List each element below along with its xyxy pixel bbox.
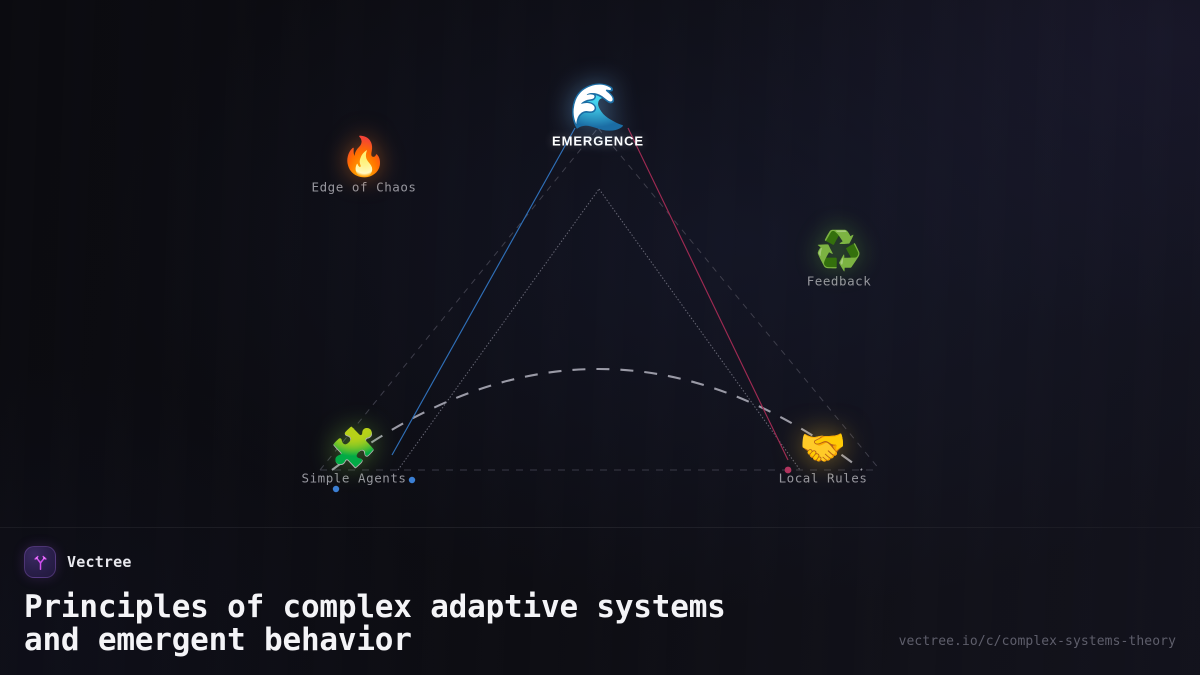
source-url[interactable]: vectree.io/c/complex-systems-theory <box>898 634 1176 649</box>
concept-diagram: 🌊 EMERGENCE 🔥 Edge of Chaos ♻️ Feedback … <box>302 84 881 493</box>
footer-divider <box>0 527 1200 528</box>
brand-name: Vectree <box>67 553 132 571</box>
marker-rules-dot-1 <box>784 466 792 474</box>
page-title-line-2: and emergent behavior <box>24 621 412 658</box>
vectree-tree-mark-icon <box>24 546 56 578</box>
edge-outer-left <box>319 127 599 471</box>
diagram-node-label-local-rules: Local Rules <box>778 470 868 486</box>
edge-agents-to-emergence <box>391 127 576 456</box>
handshake-emoji-icon: 🤝 <box>799 425 847 470</box>
diagram-node-feedback[interactable]: ♻️ Feedback <box>807 232 872 289</box>
edge-inner-left <box>397 188 600 471</box>
diagram-node-emergence[interactable]: 🌊 EMERGENCE <box>552 84 644 149</box>
footer-bar: Vectree Principles of complex adaptive s… <box>0 528 1200 675</box>
page-title-line-1: Principles of complex adaptive systems <box>24 589 726 625</box>
edge-outer-right <box>597 127 881 471</box>
diagram-canvas <box>319 127 881 493</box>
puzzle-emoji-icon: 🧩 <box>330 425 378 470</box>
page-title: Principles of complex adaptive systems a… <box>24 591 894 657</box>
edge-feedback-arc <box>331 368 863 471</box>
diagram-node-label-feedback: Feedback <box>806 273 872 289</box>
edge-inner-right <box>598 188 801 471</box>
edge-rules-to-emergence <box>627 127 789 461</box>
recycle-emoji-icon: ♻️ <box>815 228 863 273</box>
marker-agent-dot-2 <box>408 476 416 484</box>
diagram-node-label-edge-of-chaos: Edge of Chaos <box>311 179 417 195</box>
brand[interactable]: Vectree <box>24 546 1176 578</box>
marker-agent-dot-1 <box>332 485 340 493</box>
diagram-node-label-emergence: EMERGENCE <box>552 133 644 149</box>
diagram-node-local-rules[interactable]: 🤝 Local Rules <box>779 429 868 486</box>
diagram-node-edge-of-chaos[interactable]: 🔥 Edge of Chaos <box>312 138 417 195</box>
diagram-node-label-simple-agents: Simple Agents <box>301 470 407 486</box>
wave-emoji-icon: 🌊 <box>569 79 627 134</box>
diagram-node-simple-agents[interactable]: 🧩 Simple Agents <box>302 429 407 486</box>
fire-emoji-icon: 🔥 <box>340 134 388 179</box>
